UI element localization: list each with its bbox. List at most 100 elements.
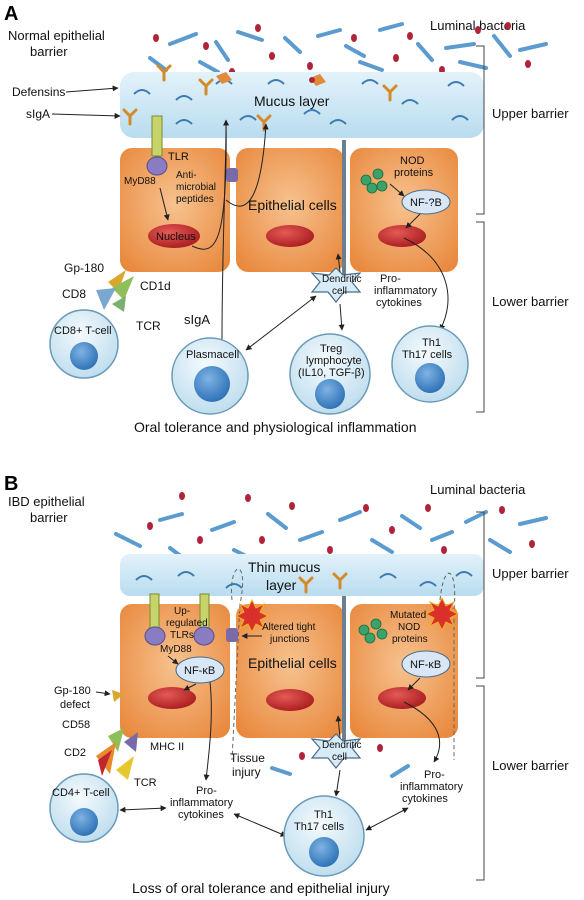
lower-barrier-label-b: Lower barrier — [492, 758, 569, 773]
epithelial-cells-label-a: Epithelial cells — [248, 197, 337, 213]
nucleus-b-right — [378, 687, 426, 709]
nucleus-b-left — [148, 687, 196, 709]
nucleus-b-mid — [266, 689, 314, 711]
cd8-receptor — [96, 288, 116, 310]
tight-junction-a — [226, 168, 238, 182]
lower-barrier-label-a: Lower barrier — [492, 294, 569, 309]
epithelial-cell-a-mid — [236, 148, 344, 272]
nfkb-label-b-left: NF-κB — [184, 665, 215, 677]
nfkb-b-left — [175, 656, 225, 684]
mucus-swirls-b — [135, 571, 473, 589]
panel-b: B IBD epithelial barrier Luminal bacteri… — [4, 473, 569, 896]
cd1d-label: CD1d — [140, 279, 171, 293]
treg-cell — [289, 333, 371, 415]
cd2-label: CD2 — [64, 747, 86, 759]
myd88-label-b: MyD88 — [160, 644, 192, 655]
gp180-receptor-b — [112, 690, 124, 702]
tcr-label-b: TCR — [134, 777, 157, 789]
gp180-label-b: Gp-180 defect — [54, 685, 94, 711]
gp180-label-a: Gp-180 — [64, 261, 104, 275]
injured-bacteria-b — [270, 764, 410, 778]
lower-barrier-bracket-a — [476, 221, 485, 413]
antimicrobial-label: Anti- microbial peptides — [176, 170, 219, 205]
panel-a-letter: A — [4, 3, 18, 25]
treg-label: Treg lymphocyte (IL10, TGF-β) — [298, 343, 365, 379]
luminal-bacteria-a — [148, 22, 548, 74]
cocci-a — [153, 22, 531, 84]
epithelial-cell-a-left — [120, 148, 230, 272]
cd58-label: CD58 — [62, 719, 90, 731]
tcr-receptor — [112, 296, 126, 312]
panel-a-barrier-label: Normal epithelial barrier — [8, 28, 108, 59]
leaky-paths-b — [231, 568, 456, 761]
nucleus-a-mid — [266, 225, 314, 247]
tcr-receptor-b — [116, 756, 134, 780]
mhc-receptor — [124, 732, 138, 752]
tlr-label: TLR — [168, 151, 189, 163]
mutated-nod-label: Mutated NOD proteins — [390, 610, 429, 645]
th-cell-b — [283, 795, 365, 877]
cd58-receptor — [108, 728, 124, 752]
dendritic-label-a: Dendritic cell — [322, 274, 364, 297]
upper-barrier-label-a: Upper barrier — [492, 106, 569, 121]
nucleus-label: Nucleus — [156, 231, 196, 243]
panel-b-luminal-bacteria: Luminal bacteria — [430, 482, 526, 497]
cd4-tcell-label: CD4+ T-cell — [52, 787, 110, 799]
epithelial-cells-label-b: Epithelial cells — [248, 655, 337, 671]
nucleus-a-left — [148, 224, 200, 248]
tcr-label-a: TCR — [136, 319, 161, 333]
mucus-layer-label-b: Thin mucus layer — [248, 559, 324, 593]
caption-a: Oral tolerance and physiological inflamm… — [134, 419, 416, 435]
upper-barrier-bracket-b — [476, 511, 485, 679]
panel-a: A Normal epithelial barrier Luminal bact… — [4, 3, 569, 435]
nod-proteins-a — [360, 168, 388, 194]
altered-junction-star — [234, 598, 270, 634]
mucus-swirls-a — [133, 79, 469, 125]
defensins-a — [216, 72, 326, 86]
th-label-a: Th1 Th17 cells — [402, 337, 453, 361]
mhc-label: MHC II — [150, 741, 184, 753]
pro-label-b-right: Pro- inflammatory cytokines — [400, 769, 466, 805]
myd88-label-a: MyD88 — [124, 176, 156, 187]
tissue-injury-label: Tissue injury — [230, 751, 268, 779]
nfkb-label-b-right: NF-κB — [410, 659, 441, 671]
th-label-b: Th1 Th17 cells — [294, 809, 345, 833]
nod-proteins-b — [358, 618, 388, 644]
panel-b-barrier-label: IBD epithelial barrier — [8, 494, 88, 525]
cd8-tcell-label: CD8+ T-cell — [54, 325, 112, 337]
mutated-nod-star — [424, 596, 460, 632]
mucus-layer-b — [120, 554, 484, 596]
lower-barrier-bracket-b — [476, 685, 485, 881]
siga-top-label: sIgA — [26, 107, 50, 121]
tight-junction-b — [226, 628, 238, 642]
upregulated-label: Up- regulated TLRs — [166, 606, 210, 641]
mucus-layer-label-a: Mucus layer — [254, 93, 330, 109]
proinflammatory-label-a: Pro- inflammatory cytokines — [374, 273, 440, 309]
dendritic-label-b: Dendritic cell — [322, 740, 364, 763]
upper-barrier-bracket-a — [476, 45, 485, 215]
nucleus-a-right — [378, 225, 426, 247]
nod-proteins-label-a: NOD proteins — [394, 155, 434, 179]
tlr-receptor-a — [146, 115, 168, 176]
upper-barrier-label-b: Upper barrier — [492, 566, 569, 581]
gp180-receptor — [108, 270, 126, 292]
nfkb-b-right — [401, 650, 451, 678]
nfkb-a — [401, 189, 451, 215]
epithelial-cell-b-right — [350, 604, 458, 738]
cd8-label: CD8 — [62, 287, 86, 301]
epithelial-cell-b-mid — [236, 604, 344, 738]
panel-a-luminal-bacteria: Luminal bacteria — [430, 18, 526, 33]
panel-b-letter: B — [4, 473, 18, 495]
tlr-receptors-b — [144, 593, 215, 646]
cd2-receptor-inner — [98, 750, 112, 776]
pro-label-b-left: Pro- inflammatory cytokines — [170, 785, 236, 821]
nfkb-label-a: NF-?B — [410, 197, 442, 209]
defensins-label: Defensins — [12, 85, 65, 99]
siga-b — [298, 572, 348, 594]
siga-bottom-label: sIgA — [184, 312, 210, 327]
altered-junction-label: Altered tight junctions — [262, 622, 318, 645]
caption-b: Loss of oral tolerance and epithelial in… — [132, 880, 390, 896]
plasmacell-label: Plasmacell — [186, 349, 239, 361]
cd1d-receptor — [112, 276, 134, 300]
